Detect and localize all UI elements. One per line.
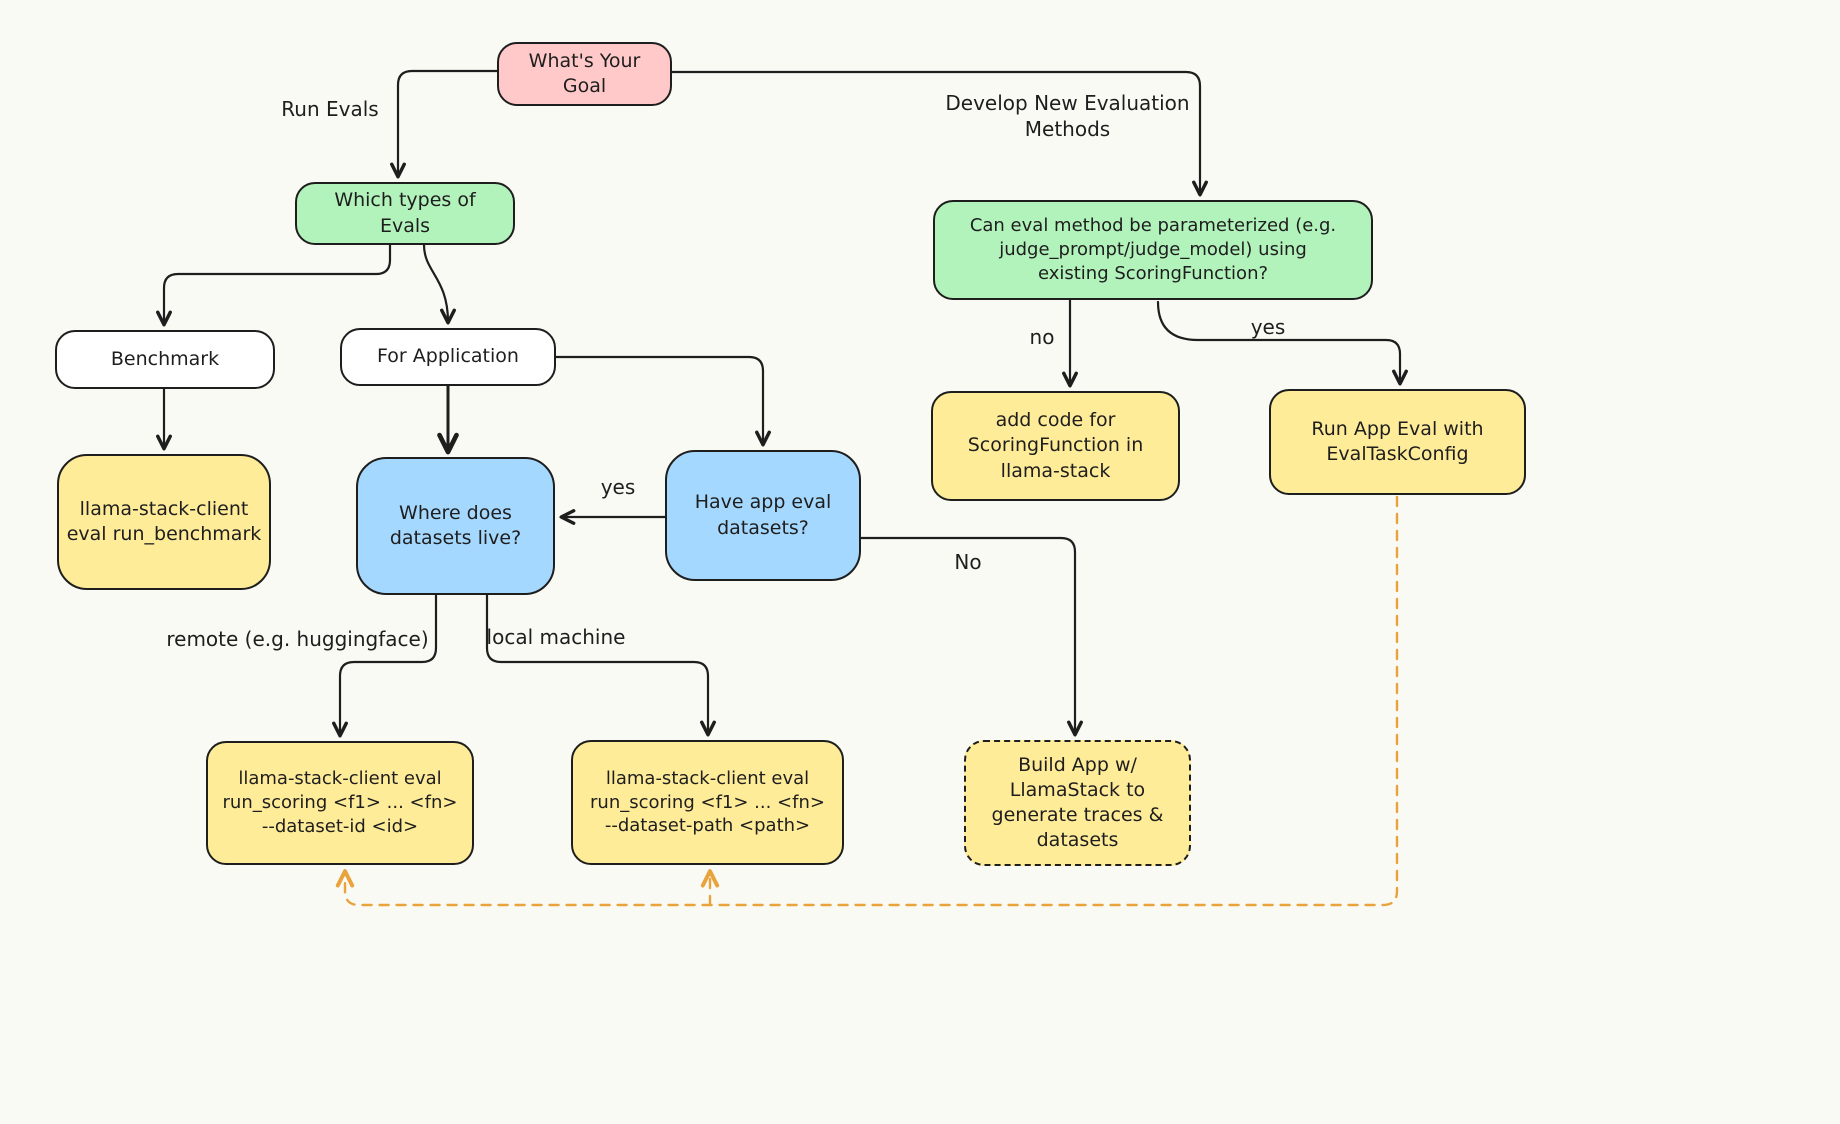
edge-label-remote-huggingface: remote (e.g. huggingface) — [166, 627, 429, 651]
node-where-does-datasets-live: Where does datasets live? — [356, 457, 555, 595]
node-add-code-scoring-function: add code for ScoringFunction in llama-st… — [931, 391, 1180, 501]
edge-which-types-to-benchmark — [156, 243, 392, 327]
edge-label-yes-have-datasets: yes — [600, 475, 636, 499]
edge-where-datasets-to-run-scoring-path-local — [485, 593, 716, 737]
node-run-benchmark-command: llama-stack-client eval run_benchmark — [57, 454, 271, 590]
node-benchmark: Benchmark — [55, 330, 275, 389]
node-for-application: For Application — [340, 328, 556, 386]
edge-have-datasets-to-build-app-no — [859, 536, 1083, 737]
node-can-eval-be-parameterized: Can eval method be parameterized (e.g. j… — [933, 200, 1373, 300]
edge-run-app-eval-feedback-dashed — [335, 495, 1399, 907]
edge-for-application-to-have-datasets — [554, 355, 771, 447]
node-build-app-llamastack: Build App w/ LlamaStack to generate trac… — [964, 740, 1191, 866]
edge-label-no-parameterized: no — [1029, 325, 1055, 349]
edge-label-develop-new-methods: Develop New Evaluation Methods — [945, 91, 1190, 141]
edge-goal-to-can-eval — [670, 70, 1208, 197]
node-which-types-of-evals: Which types of Evals — [295, 182, 515, 245]
edge-goal-to-which-types — [390, 69, 499, 179]
edge-can-eval-to-run-app-eval-yes — [1156, 300, 1408, 386]
edge-where-datasets-to-run-scoring-id-remote — [332, 593, 438, 738]
node-whats-your-goal: What's Your Goal — [497, 42, 672, 106]
node-run-app-eval-evaltaskconfig: Run App Eval with EvalTaskConfig — [1269, 389, 1526, 495]
node-run-scoring-dataset-id: llama-stack-client eval run_scoring <f1>… — [206, 741, 474, 865]
node-have-app-eval-datasets: Have app eval datasets? — [665, 450, 861, 581]
edge-which-types-to-for-application — [422, 243, 456, 325]
edge-label-yes-parameterized: yes — [1250, 315, 1286, 339]
edge-label-no-have-datasets: No — [954, 550, 982, 574]
node-run-scoring-dataset-path: llama-stack-client eval run_scoring <f1>… — [571, 740, 844, 865]
edge-label-run-evals: Run Evals — [281, 97, 379, 121]
edge-label-local-machine: local machine — [486, 625, 626, 649]
